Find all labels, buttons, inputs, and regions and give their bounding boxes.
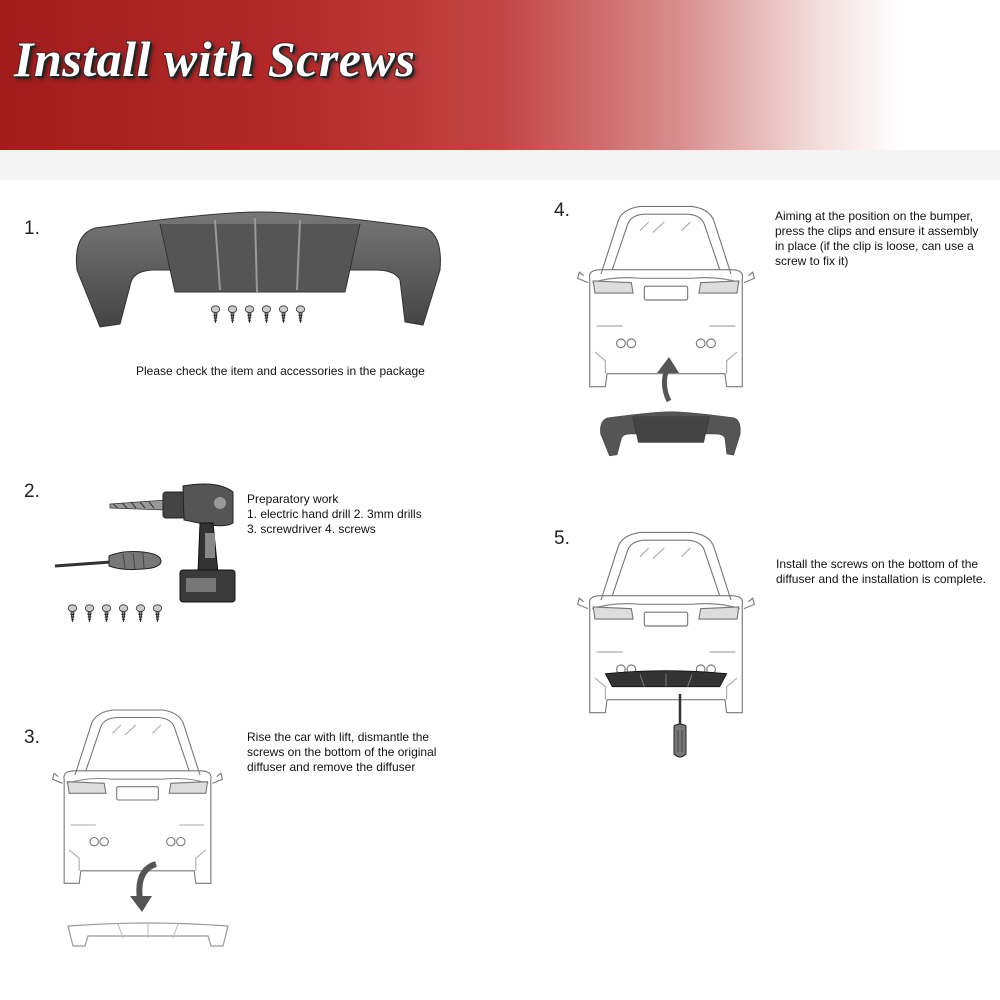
step-1-line-1: Please check the item and accessories in… — [136, 364, 425, 378]
diffuser-icon — [67, 922, 229, 947]
diffuser-icon — [75, 211, 441, 328]
screw-icon — [67, 604, 163, 623]
step-4-text: Aiming at the position on the bumper, pr… — [775, 209, 978, 269]
screwdriver-icon — [673, 694, 687, 758]
screw-icon — [210, 305, 306, 324]
screwdriver-icon — [54, 551, 162, 571]
step-4-line-3: in place (if the clip is loose, can use … — [775, 239, 974, 253]
step-3-text: Rise the car with lift, dismantle the sc… — [247, 730, 436, 775]
step-4-line-4: screw to fix it) — [775, 254, 849, 268]
step-4-line-1: Aiming at the position on the bumper, — [775, 209, 974, 223]
step-5-line-2: diffuser and the installation is complet… — [776, 572, 986, 586]
diffuser-icon — [600, 411, 741, 457]
step-5-line-1: Install the screws on the bottom of the — [776, 557, 979, 571]
arrow-icon — [657, 357, 679, 403]
car-rear-icon — [577, 531, 755, 714]
title-banner: Install with Screws — [0, 0, 1000, 150]
banner-title: Install with Screws — [14, 31, 416, 87]
step-1-number: 1. — [24, 218, 40, 239]
step-3-line-1: Rise the car with lift, dismantle the — [247, 730, 430, 744]
step-4-line-2: press the clips and ensure it assembly — [775, 224, 979, 238]
step-2-line-2: 1. electric hand drill 2. 3mm drills — [247, 507, 422, 521]
step-3-line-3: diffuser and remove the diffuser — [247, 760, 416, 774]
step-2-text: Preparatory work 1. electric hand drill … — [247, 492, 422, 537]
step-4-number: 4. — [554, 200, 570, 221]
step-2-line-3: 3. screwdriver 4. screws — [247, 522, 376, 536]
drill-icon — [109, 483, 236, 603]
step-5-number: 5. — [554, 528, 570, 549]
step-5-text: Install the screws on the bottom of the … — [776, 557, 986, 587]
step-1-text: Please check the item and accessories in… — [136, 364, 425, 379]
step-3-line-2: screws on the bottom of the original — [247, 745, 437, 759]
step-2-number: 2. — [24, 481, 40, 502]
arrow-icon — [130, 861, 158, 912]
step-2-line-1: Preparatory work — [247, 492, 339, 506]
step-3-number: 3. — [24, 727, 40, 748]
header-divider-band — [0, 150, 1000, 180]
